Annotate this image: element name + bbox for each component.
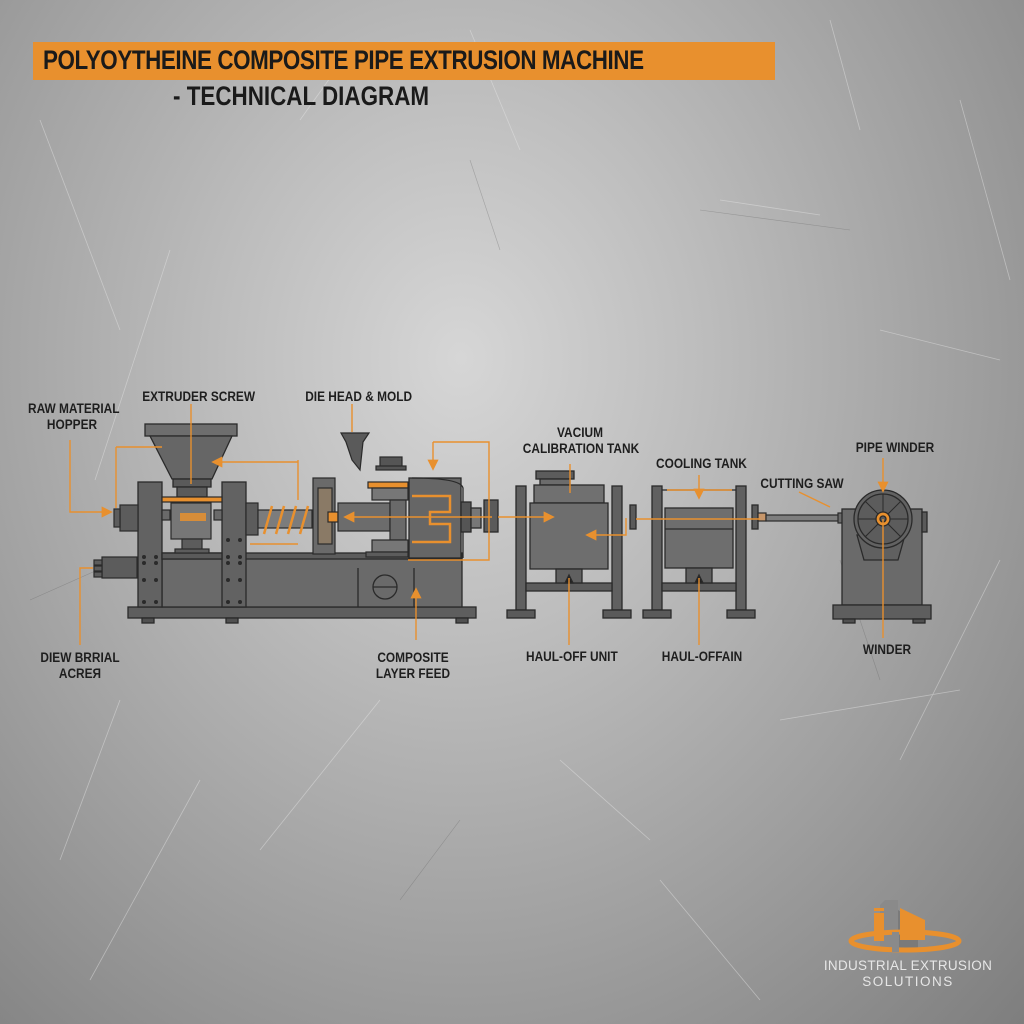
label-die-head-mold: DIE HEAD & MOLD: [305, 389, 413, 404]
feed-motor: [113, 504, 139, 532]
drive-motor: [93, 556, 138, 579]
label-pipe-winder: PIPE WINDER: [855, 440, 935, 455]
breaker-plate: [312, 477, 339, 555]
factory-building-icon: [848, 900, 962, 953]
label-cutting-saw: CUTTING SAW: [760, 476, 844, 491]
cutting-saw: [757, 512, 845, 524]
page-title: POLYOYTHEINE COMPOSITE PIPE EXTRUSION MA…: [43, 45, 644, 75]
company-name: INDUSTRIAL EXTRUSION SOLUTIONS: [823, 958, 993, 989]
label-winder: WINDER: [862, 642, 912, 657]
label-drive-motor: DIEW BRRIAL ACREЯ: [40, 650, 120, 681]
vacuum-calibration-tank: [506, 470, 637, 619]
extruder-gearbox: [161, 496, 223, 554]
page-subtitle: - TECHNICAL DIAGRAM: [173, 81, 430, 111]
label-vacuum-calibration-tank: VACIUM CALIBRATION TANK: [522, 425, 640, 456]
die-head: [339, 432, 409, 558]
title-banner: POLYOYTHEINE COMPOSITE PIPE EXTRUSION MA…: [33, 42, 775, 80]
label-cooling-tank: COOLING TANK: [656, 456, 747, 471]
leader-lines: [69, 404, 889, 645]
extruder-screw: [245, 502, 313, 536]
mold: [408, 477, 499, 559]
label-raw-material-hopper: RAW MATERIAL HOPPER: [28, 401, 120, 432]
label-haul-off-unit: HAUL-OFF UNIT: [526, 649, 618, 664]
cooling-tank: [642, 485, 759, 619]
label-composite-layer-feed: COMPOSITE LAYER FEED: [375, 650, 451, 681]
pipe-winder: [832, 489, 932, 624]
extruder-frame: [137, 481, 247, 608]
label-extruder-screw: EXTRUDER SCREW: [142, 389, 256, 404]
extruder-base: [127, 552, 477, 624]
label-haul-off-ain: HAUL-OFFAIN: [661, 649, 743, 664]
